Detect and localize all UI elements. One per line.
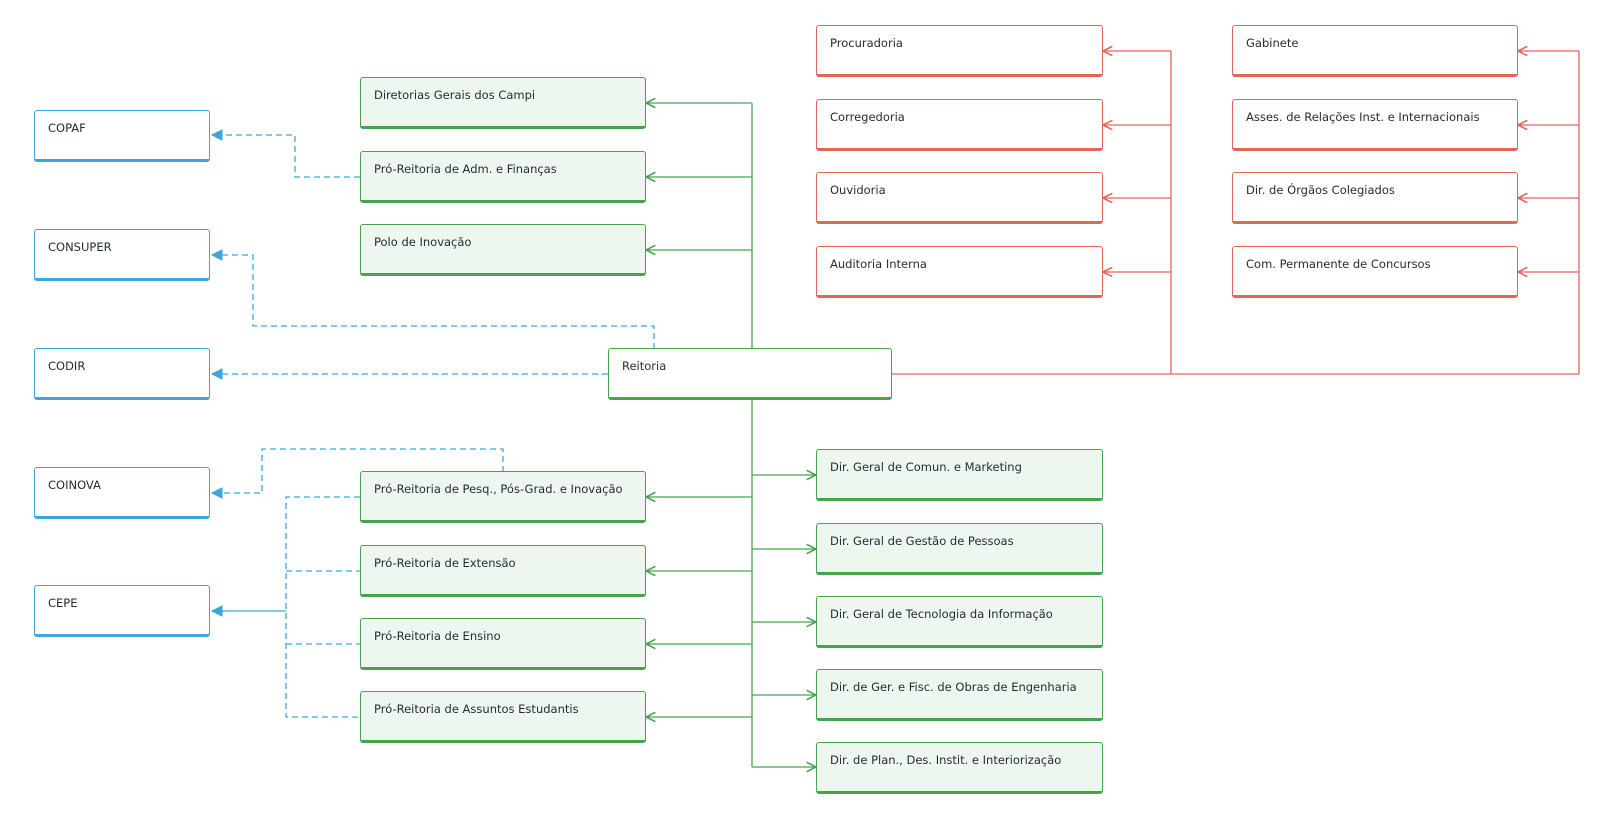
node-label: CONSUPER xyxy=(48,240,112,254)
node-procuradoria[interactable]: Procuradoria xyxy=(816,25,1103,77)
node-cepe[interactable]: CEPE xyxy=(34,585,210,637)
node-label: Dir. Geral de Tecnologia da Informação xyxy=(830,607,1053,621)
node-label: Com. Permanente de Concursos xyxy=(1246,257,1431,271)
node-dir-orgaos-colegiados[interactable]: Dir. de Órgãos Colegiados xyxy=(1232,172,1518,224)
node-label: Diretorias Gerais dos Campi xyxy=(374,88,536,102)
reitoria-branch-connectors xyxy=(646,103,816,767)
node-dir-planejamento[interactable]: Dir. de Plan., Des. Instit. e Interioriz… xyxy=(816,742,1103,794)
node-pro-reitoria-extensao[interactable]: Pró-Reitoria de Extensão xyxy=(360,545,646,597)
node-dir-geral-gestao-pessoas[interactable]: Dir. Geral de Gestão de Pessoas xyxy=(816,523,1103,575)
node-label: CODIR xyxy=(48,359,86,373)
node-label: COINOVA xyxy=(48,478,101,492)
node-label: Dir. Geral de Comun. e Marketing xyxy=(830,460,1022,474)
node-label: Dir. de Ger. e Fisc. de Obras de Engenha… xyxy=(830,680,1077,694)
node-label: Reitoria xyxy=(622,359,667,373)
node-label: Ouvidoria xyxy=(830,183,886,197)
node-label: Procuradoria xyxy=(830,36,903,50)
node-label: CEPE xyxy=(48,596,78,610)
node-pro-reitoria-pesquisa[interactable]: Pró-Reitoria de Pesq., Pós-Grad. e Inova… xyxy=(360,471,646,523)
node-label: Pró-Reitoria de Adm. e Finanças xyxy=(374,162,557,176)
node-auditoria-interna[interactable]: Auditoria Interna xyxy=(816,246,1103,298)
node-label: Corregedoria xyxy=(830,110,905,124)
node-consuper[interactable]: CONSUPER xyxy=(34,229,210,281)
node-corregedoria[interactable]: Corregedoria xyxy=(816,99,1103,151)
node-label: Gabinete xyxy=(1246,36,1299,50)
node-label: Asses. de Relações Inst. e Internacionai… xyxy=(1246,110,1480,124)
node-pro-reitoria-adm-financas[interactable]: Pró-Reitoria de Adm. e Finanças xyxy=(360,151,646,203)
node-label: Pró-Reitoria de Pesq., Pós-Grad. e Inova… xyxy=(374,482,623,496)
node-label: Dir. de Órgãos Colegiados xyxy=(1246,183,1395,197)
node-coinova[interactable]: COINOVA xyxy=(34,467,210,519)
node-diretorias-gerais-campi[interactable]: Diretorias Gerais dos Campi xyxy=(360,77,646,129)
node-label: Pró-Reitoria de Extensão xyxy=(374,556,516,570)
node-label: COPAF xyxy=(48,121,86,135)
node-ouvidoria[interactable]: Ouvidoria xyxy=(816,172,1103,224)
node-label: Pró-Reitoria de Assuntos Estudantis xyxy=(374,702,579,716)
node-pro-reitoria-ensino[interactable]: Pró-Reitoria de Ensino xyxy=(360,618,646,670)
node-label: Auditoria Interna xyxy=(830,257,927,271)
node-label: Polo de Inovação xyxy=(374,235,472,249)
node-dir-geral-comunicacao[interactable]: Dir. Geral de Comun. e Marketing xyxy=(816,449,1103,501)
node-pro-reitoria-assuntos-estudantis[interactable]: Pró-Reitoria de Assuntos Estudantis xyxy=(360,691,646,743)
node-gabinete[interactable]: Gabinete xyxy=(1232,25,1518,77)
node-label: Pró-Reitoria de Ensino xyxy=(374,629,501,643)
node-label: Dir. Geral de Gestão de Pessoas xyxy=(830,534,1014,548)
node-label: Dir. de Plan., Des. Instit. e Interioriz… xyxy=(830,753,1062,767)
node-polo-inovacao[interactable]: Polo de Inovação xyxy=(360,224,646,276)
node-asses-relacoes[interactable]: Asses. de Relações Inst. e Internacionai… xyxy=(1232,99,1518,151)
node-codir[interactable]: CODIR xyxy=(34,348,210,400)
node-copaf[interactable]: COPAF xyxy=(34,110,210,162)
node-dir-geral-tecnologia[interactable]: Dir. Geral de Tecnologia da Informação xyxy=(816,596,1103,648)
node-dir-obras-engenharia[interactable]: Dir. de Ger. e Fisc. de Obras de Engenha… xyxy=(816,669,1103,721)
node-reitoria[interactable]: Reitoria xyxy=(608,348,892,400)
node-com-concursos[interactable]: Com. Permanente de Concursos xyxy=(1232,246,1518,298)
